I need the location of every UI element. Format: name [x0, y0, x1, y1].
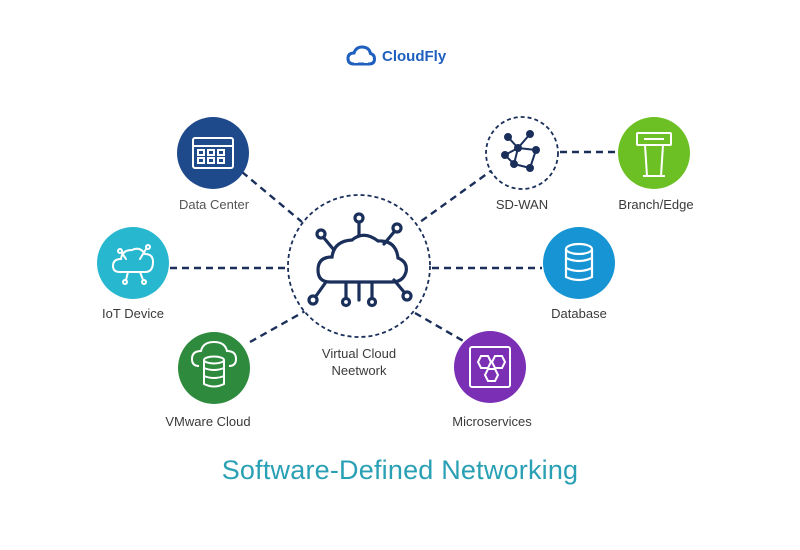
node-iot-device: [97, 227, 169, 299]
label-sd-wan: SD-WAN: [495, 197, 549, 212]
node-vmware-cloud: [178, 332, 250, 404]
node-database-circle: [543, 227, 615, 299]
label-iot-device: IoT Device: [102, 306, 164, 321]
label-branch-edge: Branch/Edge: [618, 197, 694, 212]
node-vmware-cloud-circle: [178, 332, 250, 404]
node-sd-wan: [485, 116, 559, 190]
label-data-center: Data Center: [178, 197, 250, 212]
iot-cloud-icon: [111, 244, 155, 285]
cloud-network-icon: [307, 212, 413, 308]
connector-sd-wan: [419, 167, 496, 223]
node-microservices: [454, 331, 526, 403]
center-label-line2: Neetwork: [331, 363, 387, 378]
label-database: Database: [551, 306, 607, 321]
connector-vmware-cloud: [249, 308, 308, 344]
hexagons-icon: [469, 346, 511, 388]
node-database: [543, 227, 615, 299]
node-iot-device-circle: [97, 227, 169, 299]
center-label-line1: Virtual Cloud: [321, 346, 397, 361]
node-data-center: [177, 117, 249, 189]
brand-logo: CloudFly: [346, 44, 446, 68]
node-sd-wan-circle: [485, 116, 559, 190]
label-vmware-cloud: VMware Cloud: [165, 414, 251, 429]
diagram-title: Software-Defined Networking: [221, 455, 579, 485]
network-graph-icon: [501, 130, 540, 172]
cloud-database-icon: [190, 340, 238, 388]
label-microservices: Microservices: [452, 414, 532, 429]
database-icon: [564, 242, 594, 282]
edge-tower-icon: [636, 132, 672, 177]
center-node: [287, 194, 431, 338]
connectors: [170, 150, 615, 344]
center-label: Virtual Cloud Neetwork: [322, 345, 396, 379]
brand-name: CloudFly: [382, 47, 447, 65]
node-branch-edge: [618, 117, 690, 189]
node-microservices-circle: [454, 331, 526, 403]
node-branch-edge-circle: [618, 117, 690, 189]
cloud-logo-icon: [346, 45, 376, 66]
server-rack-icon: [192, 137, 234, 169]
connector-data-center: [241, 171, 303, 223]
connector-microservices: [414, 311, 466, 344]
